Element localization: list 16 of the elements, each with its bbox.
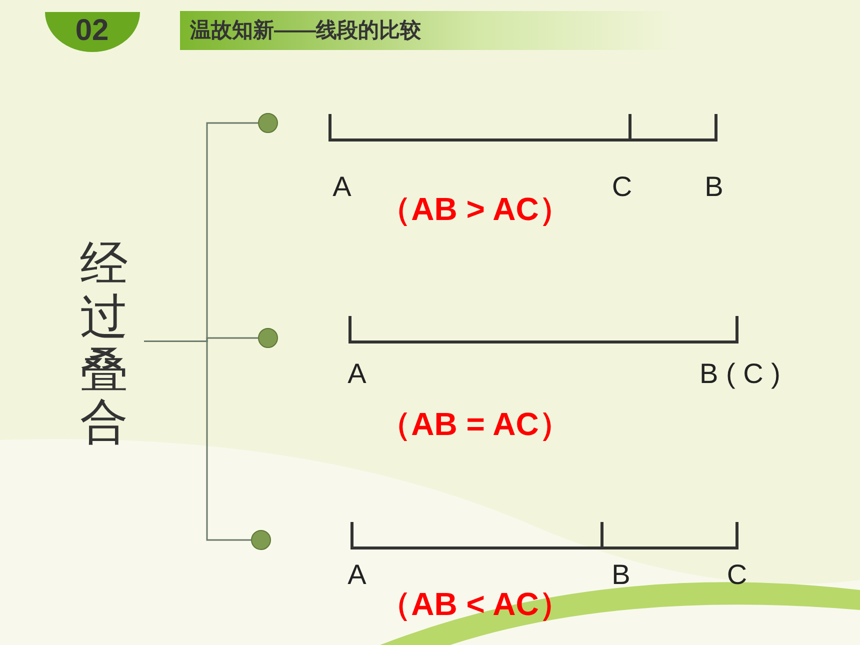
connector-line bbox=[144, 340, 251, 541]
vertical-text: 经过叠合 bbox=[80, 238, 128, 453]
section-number: 02 bbox=[75, 14, 109, 48]
point-label: C bbox=[726, 559, 748, 591]
point-label: B bbox=[704, 171, 724, 203]
comparison-result: （AB = AC） bbox=[379, 405, 571, 444]
circle-node bbox=[258, 113, 278, 133]
point-label: A bbox=[348, 358, 366, 390]
slide-title: 温故知新——线段的比较 bbox=[190, 18, 421, 44]
point-label: A bbox=[348, 559, 366, 591]
point-label: B ( C ) bbox=[700, 358, 780, 390]
point-label: C bbox=[612, 171, 632, 203]
comparison-result: （AB > AC） bbox=[379, 190, 571, 229]
point-label: B bbox=[612, 559, 630, 591]
point-label: A bbox=[332, 171, 352, 203]
circle-node bbox=[258, 328, 278, 348]
